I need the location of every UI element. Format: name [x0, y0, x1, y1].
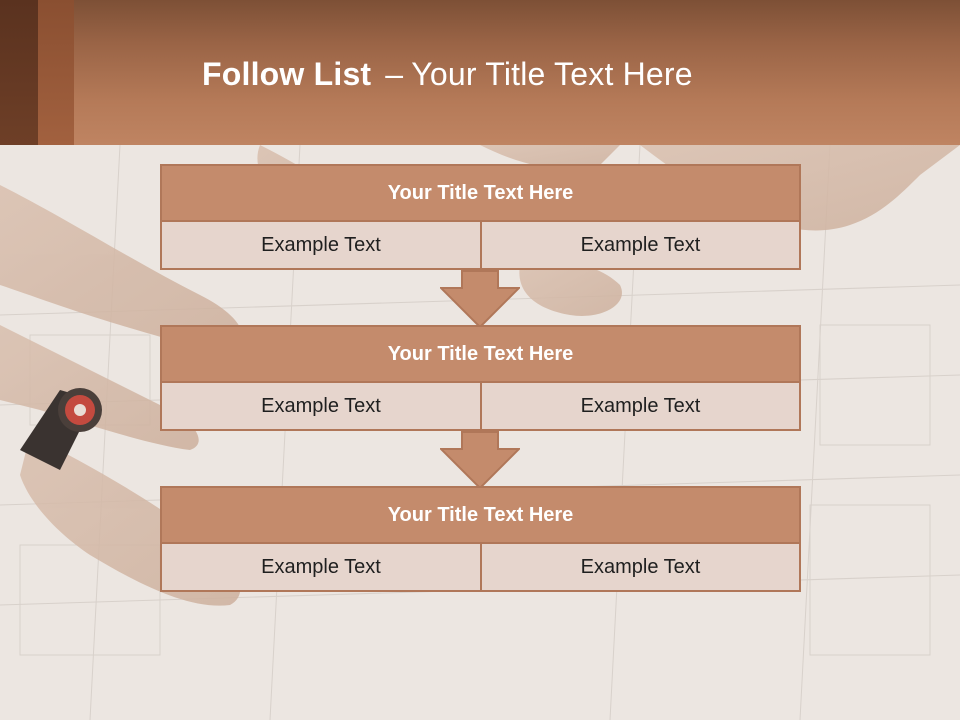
- follow-box-1: Your Title Text Here Example Text Exampl…: [160, 164, 801, 270]
- watch-icon: [20, 388, 102, 470]
- down-arrow-icon: [440, 431, 520, 489]
- header-accent-dark: [0, 0, 38, 145]
- page-title: Follow List–Your Title Text Here: [202, 56, 693, 93]
- box-cell-right: Example Text: [482, 544, 799, 590]
- header-accent-mid: [38, 0, 74, 145]
- header-band: [0, 0, 960, 145]
- title-bold: Follow List: [202, 56, 372, 92]
- follow-box-2: Your Title Text Here Example Text Exampl…: [160, 325, 801, 431]
- box-cell-right: Example Text: [482, 383, 799, 429]
- follow-box-3: Your Title Text Here Example Text Exampl…: [160, 486, 801, 592]
- box-title: Your Title Text Here: [162, 327, 799, 383]
- box-cell-left: Example Text: [162, 544, 482, 590]
- title-separator: –: [385, 56, 404, 92]
- title-rest: Your Title Text Here: [411, 56, 693, 92]
- box-cell-left: Example Text: [162, 222, 482, 268]
- box-cell-right: Example Text: [482, 222, 799, 268]
- down-arrow-icon: [440, 270, 520, 328]
- box-title: Your Title Text Here: [162, 488, 799, 544]
- box-cell-left: Example Text: [162, 383, 482, 429]
- box-title: Your Title Text Here: [162, 166, 799, 222]
